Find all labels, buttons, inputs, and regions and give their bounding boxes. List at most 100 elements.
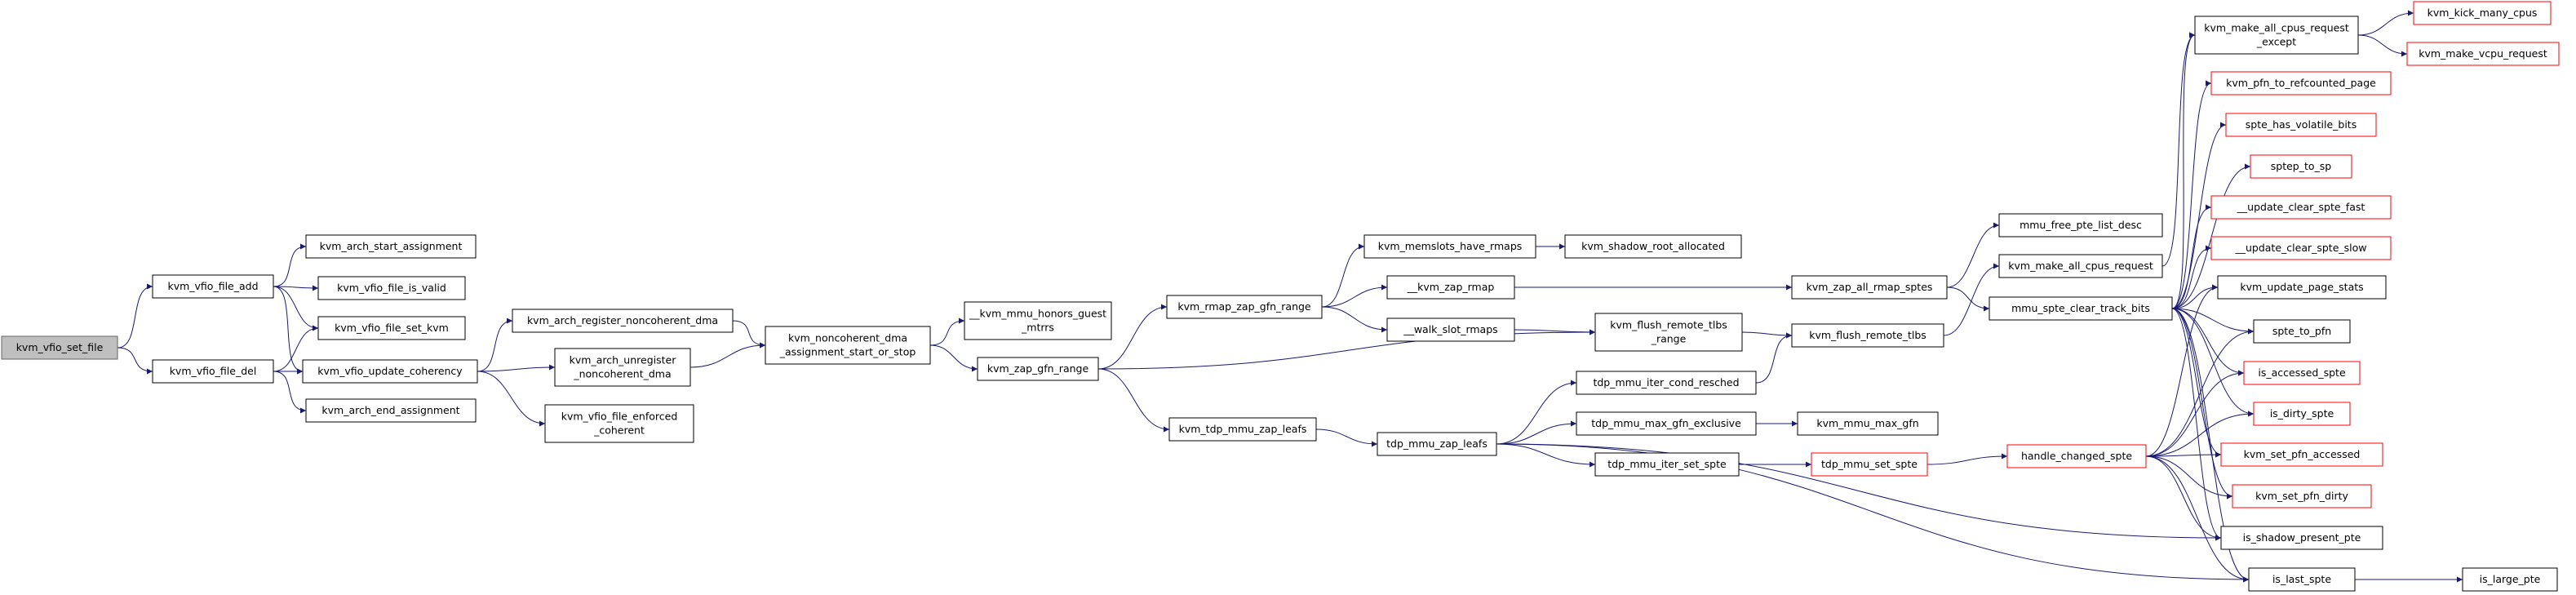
edge-tdp-zap2-to-iter-cond <box>1496 380 1577 445</box>
node-box <box>1791 323 1944 348</box>
node-zap-gfn[interactable]: kvm_zap_gfn_range <box>977 357 1099 381</box>
node-large[interactable]: is_large_pte <box>2462 567 2558 592</box>
edge-handle-changed-to-pfn-acc <box>2145 451 2222 458</box>
node-handle-changed[interactable]: handle_changed_spte <box>2006 444 2147 468</box>
node-all-cpus-ex[interactable]: kvm_make_all_cpus_request_except <box>2194 16 2359 55</box>
node-box <box>1791 275 1948 300</box>
node-nc-dma[interactable]: kvm_noncoherent_dma_assignment_start_or_… <box>765 326 931 365</box>
node-box <box>2406 42 2560 66</box>
node-file-del[interactable]: kvm_vfio_file_del <box>152 359 274 384</box>
node-label: kvm_zap_all_rmap_sptes <box>1807 281 1933 293</box>
node-sptep-sp[interactable]: sptep_to_sp <box>2250 154 2352 179</box>
node-max-gfn-ex[interactable]: tdp_mmu_max_gfn_exclusive <box>1576 411 1757 436</box>
node-box <box>544 404 694 443</box>
node-honors[interactable]: __kvm_mmu_honors_guest_mtrrs <box>964 301 1112 340</box>
node-label: mmu_spte_clear_track_bits <box>2011 302 2150 314</box>
edge-clear-track-to-pfn-ref <box>2171 80 2212 309</box>
node-box <box>2210 236 2392 260</box>
node-set-kvm[interactable]: kvm_vfio_file_set_kvm <box>317 316 466 340</box>
node-upd-coh[interactable]: kvm_vfio_update_coherency <box>302 359 478 384</box>
node-label: kvm_arch_start_assignment <box>320 240 463 252</box>
node-unreg-nc[interactable]: kvm_arch_unregister_noncoherent_dma <box>554 348 691 387</box>
node-set-spte[interactable]: tdp_mmu_set_spte <box>1811 452 1928 477</box>
node-label: kvm_make_vcpu_request <box>2419 47 2547 60</box>
node-label: sptep_to_sp <box>2271 160 2332 172</box>
node-shadow-root[interactable]: kvm_shadow_root_allocated <box>1564 234 1742 259</box>
node-label: kvm_update_page_stats <box>2240 281 2363 293</box>
edge-handle-changed-to-to-pfn <box>2145 328 2255 457</box>
edge-all-cpus-to-all-cpus-ex <box>2161 32 2196 267</box>
node-box <box>1797 411 1939 436</box>
node-tdp-zap[interactable]: kvm_tdp_mmu_zap_leafs <box>1168 417 1317 442</box>
edge-upd-coh-to-reg-nc <box>477 317 513 372</box>
node-label: is_large_pte <box>2480 573 2541 585</box>
node-enf-coh[interactable]: kvm_vfio_file_enforced_coherent <box>544 404 694 443</box>
node-iter-set[interactable]: tdp_mmu_iter_set_spte <box>1594 452 1740 477</box>
node-tdp-zap2[interactable]: tdp_mmu_zap_leafs <box>1377 432 1497 456</box>
node-present[interactable]: is_shadow_present_pte <box>2220 526 2383 550</box>
node-box <box>2217 275 2387 300</box>
node-clear-track[interactable]: mmu_spte_clear_track_bits <box>1989 296 2173 321</box>
node-box <box>1576 371 1757 395</box>
node-max-gfn[interactable]: kvm_mmu_max_gfn <box>1797 411 1939 436</box>
edge-clear-track-to-all-cpus-ex <box>2171 32 2196 309</box>
node-reg-nc[interactable]: kvm_arch_register_noncoherent_dma <box>512 309 734 333</box>
node-vcpu-req[interactable]: kvm_make_vcpu_request <box>2406 42 2560 66</box>
node-accessed[interactable]: is_accessed_spte <box>2243 361 2361 385</box>
node-flush-tlbs[interactable]: kvm_flush_remote_tlbs <box>1791 323 1944 348</box>
node-pfn-dirty[interactable]: kvm_set_pfn_dirty <box>2232 484 2372 508</box>
node-box <box>317 316 466 340</box>
edge-zap-gfn-to-tdp-zap <box>1097 368 1170 433</box>
node-zap-rmap[interactable]: __kvm_zap_rmap <box>1386 275 1515 300</box>
node-box <box>152 359 274 384</box>
node-last[interactable]: is_last_spte <box>2248 567 2356 592</box>
node-upd-fast[interactable]: __update_clear_spte_fast <box>2210 195 2392 220</box>
node-label: kvm_flush_remote_tlbs <box>1809 329 1926 341</box>
node-label: kvm_arch_unregister <box>570 354 677 366</box>
node-all-cpus[interactable]: kvm_make_all_cpus_request <box>1998 254 2163 278</box>
node-file-add[interactable]: kvm_vfio_file_add <box>152 274 274 299</box>
edge-tdp-zap2-to-max-gfn-ex <box>1496 420 1577 445</box>
node-to-pfn[interactable]: spte_to_pfn <box>2253 319 2351 344</box>
edge-iter-cond-to-flush-tlbs <box>1755 332 1793 384</box>
node-box <box>305 398 477 423</box>
node-box <box>1377 432 1497 456</box>
node-label: spte_to_pfn <box>2272 325 2331 337</box>
node-rmap-zap[interactable]: kvm_rmap_zap_gfn_range <box>1166 295 1323 319</box>
node-page-stats[interactable]: kvm_update_page_stats <box>2217 275 2387 300</box>
edge-zap-all-rmap-to-clear-track <box>1946 286 1990 312</box>
edge-clear-track-to-upd-fast <box>2171 204 2212 309</box>
node-iter-cond[interactable]: tdp_mmu_iter_cond_resched <box>1576 371 1757 395</box>
node-pfn-ref[interactable]: kvm_pfn_to_refcounted_page <box>2210 71 2392 95</box>
node-box <box>1166 295 1323 319</box>
node-free-pte[interactable]: mmu_free_pte_list_desc <box>1998 213 2163 238</box>
edge-file-add-to-is-valid <box>273 285 319 291</box>
node-flush-range[interactable]: kvm_flush_remote_tlbs_range <box>1594 313 1743 352</box>
node-label: handle_changed_spte <box>2021 450 2132 462</box>
node-label: mmu_free_pte_list_desc <box>2020 219 2142 231</box>
node-root[interactable]: kvm_vfio_set_file <box>1 335 118 360</box>
edge-clear-track-to-to-pfn <box>2171 308 2255 335</box>
edge-zap-gfn-to-rmap-zap <box>1097 304 1168 370</box>
node-arch-start[interactable]: kvm_arch_start_assignment <box>305 234 477 259</box>
node-walk-slot[interactable]: __walk_slot_rmaps <box>1386 317 1515 342</box>
node-box <box>2210 71 2392 95</box>
node-label: kvm_vfio_update_coherency <box>317 365 463 377</box>
node-kick[interactable]: kvm_kick_many_cpus <box>2413 1 2552 25</box>
node-memslots[interactable]: kvm_memslots_have_rmaps <box>1363 234 1536 259</box>
node-arch-end[interactable]: kvm_arch_end_assignment <box>305 398 477 423</box>
edge-all-cpus-ex-to-vcpu-req <box>2357 34 2408 57</box>
node-volatile[interactable]: spte_has_volatile_bits <box>2225 113 2377 137</box>
edge-nc-dma-to-honors <box>929 317 965 346</box>
node-box <box>1594 452 1740 477</box>
node-label: kvm_make_all_cpus_request <box>2008 260 2153 272</box>
node-label: is_last_spte <box>2272 573 2331 585</box>
node-zap-all-rmap[interactable]: kvm_zap_all_rmap_sptes <box>1791 275 1948 300</box>
node-dirty[interactable]: is_dirty_spte <box>2253 402 2351 426</box>
node-is-valid[interactable]: kvm_vfio_file_is_valid <box>317 276 466 300</box>
node-box <box>512 309 734 333</box>
node-pfn-acc[interactable]: kvm_set_pfn_accessed <box>2220 442 2383 467</box>
node-label: kvm_zap_gfn_range <box>987 362 1089 375</box>
node-upd-slow[interactable]: __update_clear_spte_slow <box>2210 236 2392 260</box>
edge-tdp-zap2-to-present <box>1496 443 2222 541</box>
